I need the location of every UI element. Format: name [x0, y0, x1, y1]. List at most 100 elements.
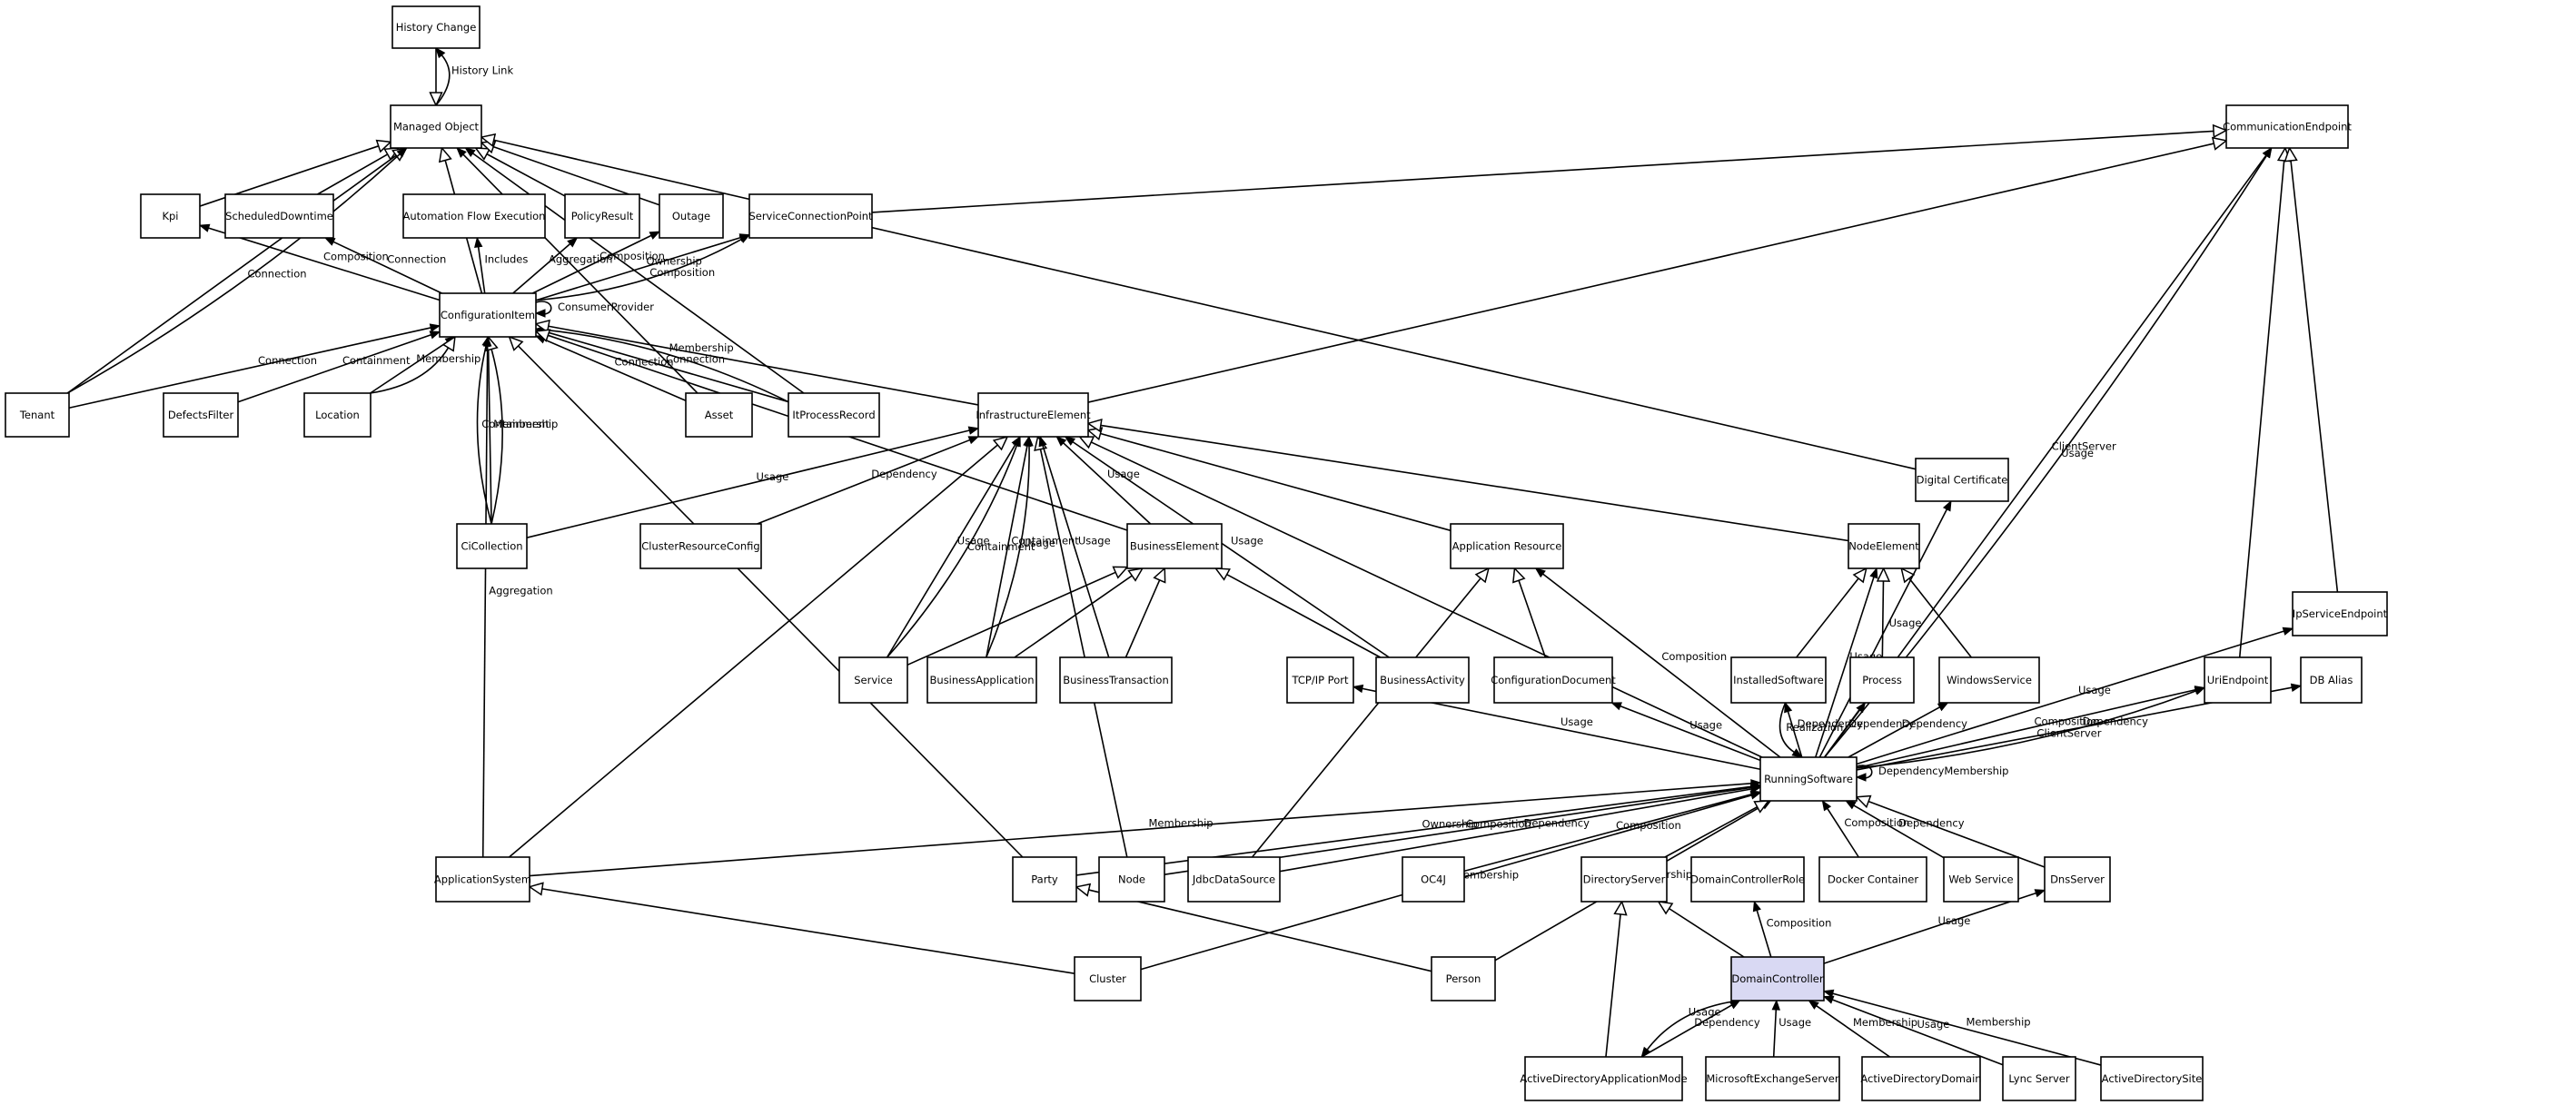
node-label: DB Alias: [2310, 674, 2353, 686]
node-domain-controller-role: DomainControllerRole: [1690, 856, 1805, 903]
node-box: [1759, 756, 1858, 802]
edge-cluster-resource-config-to-infrastructure-element: Dependency: [757, 436, 980, 525]
node-label: BusinessApplication: [930, 674, 1035, 686]
edge-line: [1908, 577, 1972, 658]
edge-arrowhead: [1855, 794, 1872, 809]
node-box: [224, 193, 334, 239]
edge-arrowhead: [435, 46, 446, 59]
node-label: Node: [1118, 873, 1145, 886]
edge-line: [370, 347, 450, 394]
edge-asset-to-configuration-item: Connection: [534, 335, 687, 401]
edge-configuration-item-to-automation-flow-execution: Includes: [474, 236, 528, 294]
edge-arrowhead: [1822, 995, 1835, 1004]
node-box: [390, 104, 482, 149]
edge-arrowhead: [1942, 499, 1952, 512]
edge-party-to-configuration-item: [508, 335, 1024, 858]
edge-line: [1014, 575, 1133, 658]
edge-label: Usage: [1689, 1006, 1721, 1019]
edge-line: [1646, 1000, 1740, 1051]
edge-line: [1832, 992, 2102, 1066]
edge-line: [886, 444, 1016, 658]
node-box: [838, 656, 908, 704]
edge-scheduled-downtime-to-managed-object: [317, 147, 401, 195]
edge-arrowhead: [534, 319, 550, 333]
edge-line: [543, 339, 687, 401]
edge-business-transaction-to-business-element: [1125, 567, 1166, 658]
edge-domain-controller-to-directory-server: [1657, 901, 1745, 958]
edges-layer: History LinkConnectionCompositionConnect…: [66, 46, 2339, 1066]
node-label: Cluster: [1089, 972, 1126, 985]
node-business-transaction: BusinessTransaction: [1059, 656, 1173, 704]
edge-line: [1100, 424, 1849, 542]
edge-line: [1090, 441, 1763, 758]
edge-label: Usage: [757, 470, 789, 483]
edge-tenant-to-managed-object: Connection: [66, 147, 408, 394]
node-box: [439, 292, 537, 338]
edge-arrowhead: [528, 882, 544, 896]
edge-running-software-to-digital-certificate: Usage: [1818, 499, 1952, 758]
node-configuration-document: ConfigurationDocument: [1491, 656, 1616, 704]
edge-line: [526, 429, 970, 538]
edge-line: [1463, 793, 1752, 873]
edge-line: [237, 333, 431, 403]
node-box: [1943, 856, 2019, 903]
edge-arrowhead: [967, 426, 980, 435]
edge-line: [1664, 805, 1758, 858]
node-label: ClusterResourceConfig: [641, 540, 759, 553]
edge-line: [1620, 705, 1761, 762]
edge-tenant-to-configuration-item: Connection: [68, 323, 441, 409]
edge-arrowhead: [375, 139, 392, 153]
edge-line: [487, 345, 492, 525]
node-box: [1705, 1056, 1840, 1101]
edge-arrowhead: [2194, 686, 2206, 696]
node-label: MicrosoftExchangeServer: [1706, 1072, 1839, 1085]
node-label: InstalledSoftware: [1733, 674, 1824, 686]
edge-arrowhead: [1876, 567, 1891, 582]
edge-process-to-node-element: [1876, 567, 1891, 658]
edge-running-software-to-windows-service: Dependency: [1848, 702, 1967, 758]
node-label: Digital Certificate: [1917, 474, 2008, 487]
node-box: [1730, 656, 1827, 704]
node-box: [1059, 656, 1173, 704]
node-label: Managed Object: [393, 121, 480, 133]
edge-web-service-to-running-software: Dependency: [1845, 800, 1965, 859]
edge-line: [1772, 1009, 1778, 1058]
edge-arrowhead: [198, 223, 211, 232]
node-box: [1580, 856, 1668, 903]
edge-line: [1518, 579, 1547, 658]
node-box: [685, 392, 753, 438]
node-box: [1915, 458, 2009, 502]
node-label: BusinessElement: [1130, 540, 1220, 553]
edge-arrowhead: [1512, 567, 1526, 584]
node-uri-endpoint: UriEndpoint: [2204, 656, 2272, 704]
edge-arrowhead: [1821, 799, 1832, 812]
edge-label: Dependency: [1898, 816, 1965, 829]
node-label: Docker Container: [1828, 873, 1918, 886]
node-box: [1286, 656, 1354, 704]
edge-arrowhead: [1822, 989, 1835, 998]
node-label: Asset: [705, 409, 734, 421]
edge-label: Containment: [481, 418, 550, 430]
node-box: [391, 5, 481, 49]
node-box: [1849, 656, 1915, 704]
edge-arrowhead: [1086, 418, 1103, 433]
edge-arrowhead: [441, 335, 456, 352]
edge-history-change-to-managed-object: [429, 48, 443, 107]
edge-policy-result-to-managed-object: [474, 147, 566, 197]
edge-line: [493, 139, 1917, 470]
edge-line: [1072, 440, 1390, 658]
node-db-alias: DB Alias: [2300, 656, 2363, 704]
edge-arrowhead: [456, 147, 467, 158]
node-box: [303, 392, 372, 438]
edge-label: Usage: [1231, 535, 1263, 548]
edge-label: Membership: [1967, 1015, 2031, 1028]
node-directory-server: DirectoryServer: [1580, 856, 1668, 903]
edge-line: [66, 154, 397, 394]
edge-arrowhead: [1352, 684, 1364, 694]
edge-label: Dependency: [1848, 717, 1915, 730]
edge-business-application-to-business-element: [1014, 567, 1144, 658]
node-label: DirectoryServer: [1583, 873, 1666, 886]
node-process: Process: [1849, 656, 1915, 704]
edge-configuration-document-to-application-resource: [1512, 567, 1547, 658]
edge-line: [1778, 702, 1795, 754]
